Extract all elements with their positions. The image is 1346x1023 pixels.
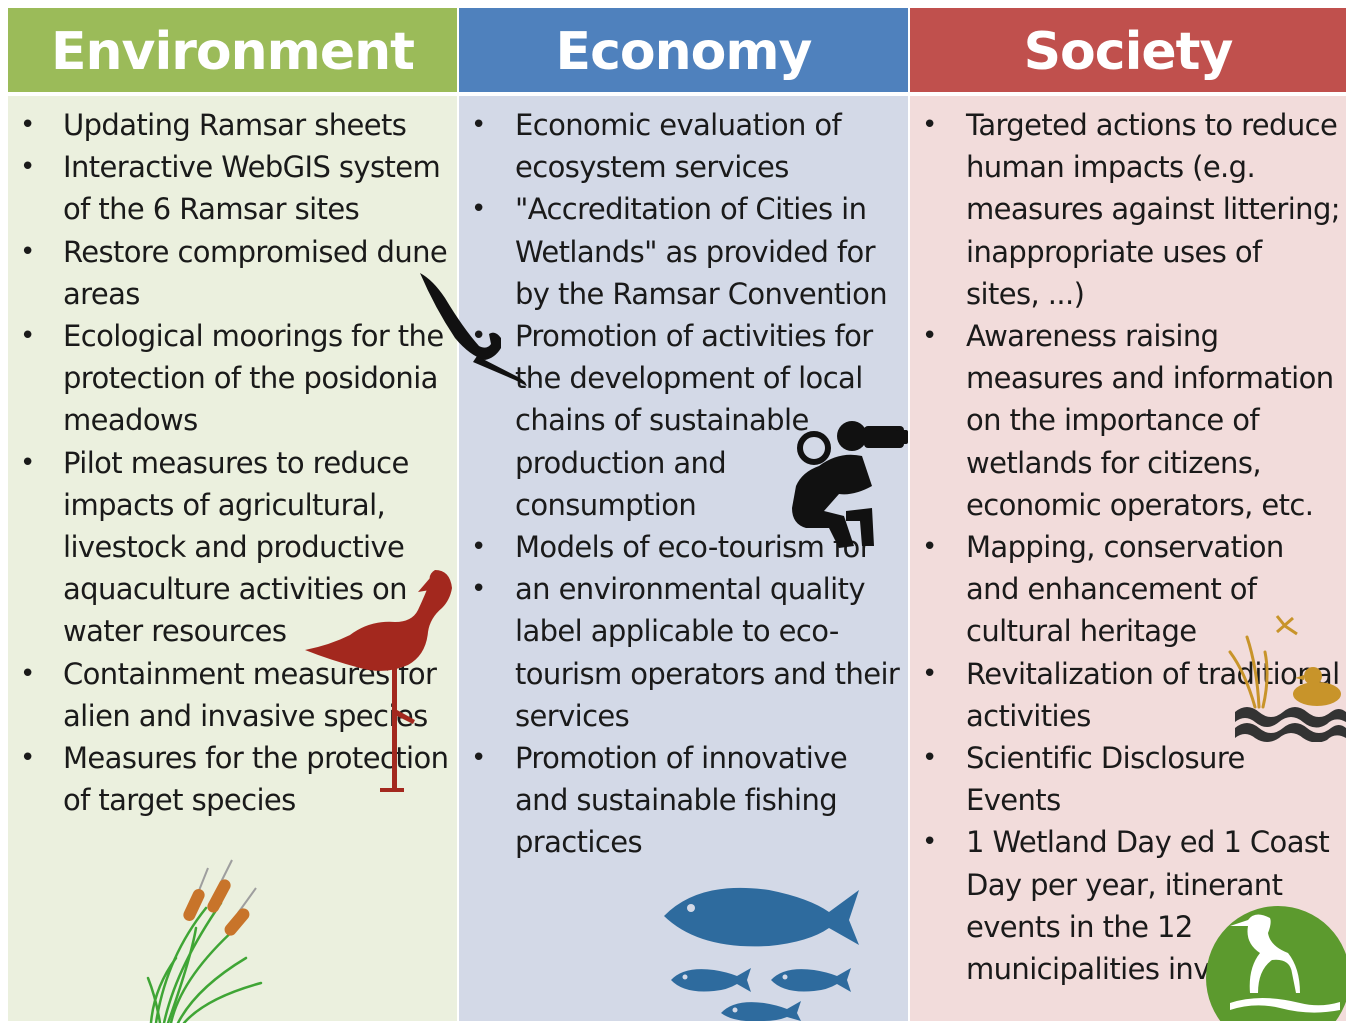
environment-column: Environment Updating Ramsar sheets Inter…: [8, 8, 457, 1023]
economy-column: Economy Economic evaluation of ecosystem…: [459, 8, 908, 1021]
economy-list: Economic evaluation of ecosystem service…: [459, 104, 908, 864]
list-item: Containment measures for alien and invas…: [8, 653, 457, 737]
list-item: Promotion of innovative and sustainable …: [459, 737, 908, 864]
header-divider: [8, 92, 457, 96]
list-item: Restore compromised dune areas: [8, 231, 457, 315]
environment-header: Environment: [8, 8, 457, 92]
society-header: Society: [910, 8, 1346, 92]
fish-school-icon: [664, 887, 859, 1021]
environment-list: Updating Ramsar sheets Interactive WebGI…: [8, 104, 457, 821]
list-item: Economic evaluation of ecosystem service…: [459, 104, 908, 188]
list-item: Measures for the protection of target sp…: [8, 737, 457, 821]
list-item: "Accreditation of Cities in Wetlands" as…: [459, 188, 908, 315]
list-item: Mapping, conservation and enhancement of…: [910, 526, 1346, 653]
reeds-duck-waves-icon: [1228, 615, 1346, 742]
cattail-reeds-icon: [146, 859, 263, 1023]
list-item: Revitalization of traditional activities: [910, 653, 1346, 737]
list-item: Ecological moorings for the protection o…: [8, 315, 457, 442]
list-item: Awareness raising measures and informati…: [910, 315, 1346, 526]
header-divider: [910, 92, 1346, 96]
heron-logo-icon: [1206, 906, 1346, 1021]
flamingo-icon: [305, 570, 452, 792]
society-list: Targeted actions to reduce human impacts…: [910, 104, 1346, 990]
list-item: Targeted actions to reduce human impacts…: [910, 104, 1346, 315]
list-item: an environmental quality label applicabl…: [459, 568, 908, 737]
list-item: Updating Ramsar sheets: [8, 104, 457, 146]
list-item: Interactive WebGIS system of the 6 Ramsa…: [8, 146, 457, 230]
economy-header: Economy: [459, 8, 908, 92]
header-divider: [459, 92, 908, 96]
photographer-icon: [792, 421, 908, 548]
list-item: Pilot measures to reduce impacts of agri…: [8, 442, 457, 653]
society-column: Society Targeted actions to reduce human…: [910, 8, 1346, 1021]
list-item: Models of eco-tourism for: [459, 526, 908, 568]
list-item: Scientific Disclosure Events: [910, 737, 1346, 821]
heron-silhouette-icon: [420, 273, 527, 386]
list-item: Promotion of activities for the developm…: [459, 315, 908, 526]
